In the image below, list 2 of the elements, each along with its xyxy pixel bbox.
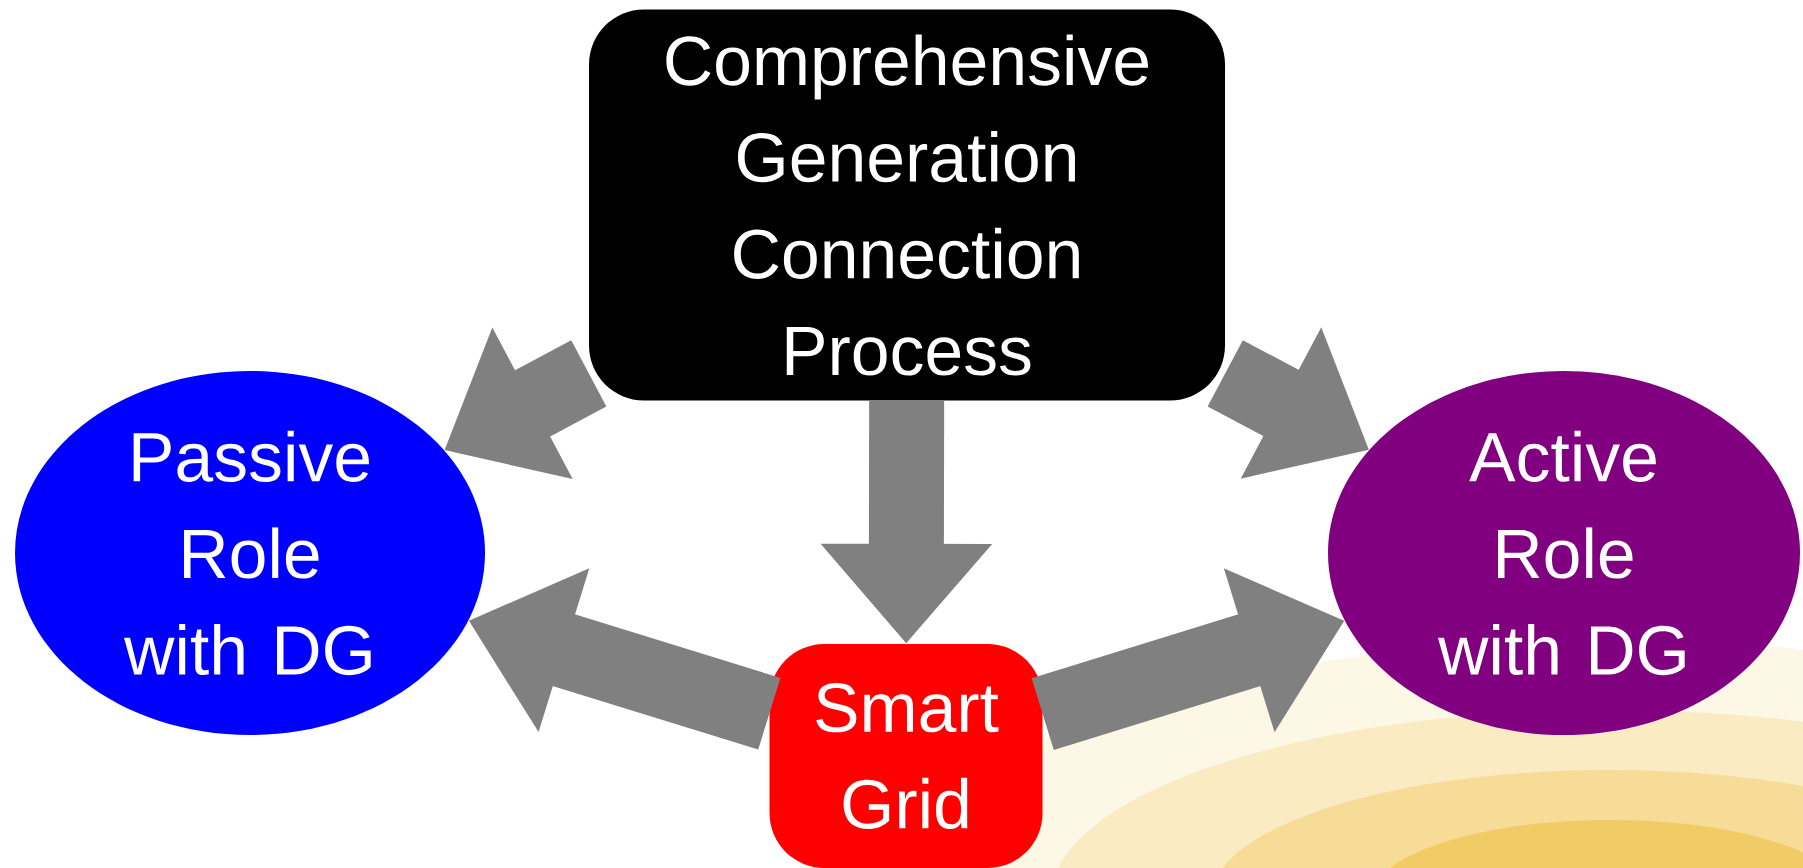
process-box: Comprehensive Generation Connection Process xyxy=(589,9,1225,401)
grid-box: Smart Grid xyxy=(769,644,1043,868)
